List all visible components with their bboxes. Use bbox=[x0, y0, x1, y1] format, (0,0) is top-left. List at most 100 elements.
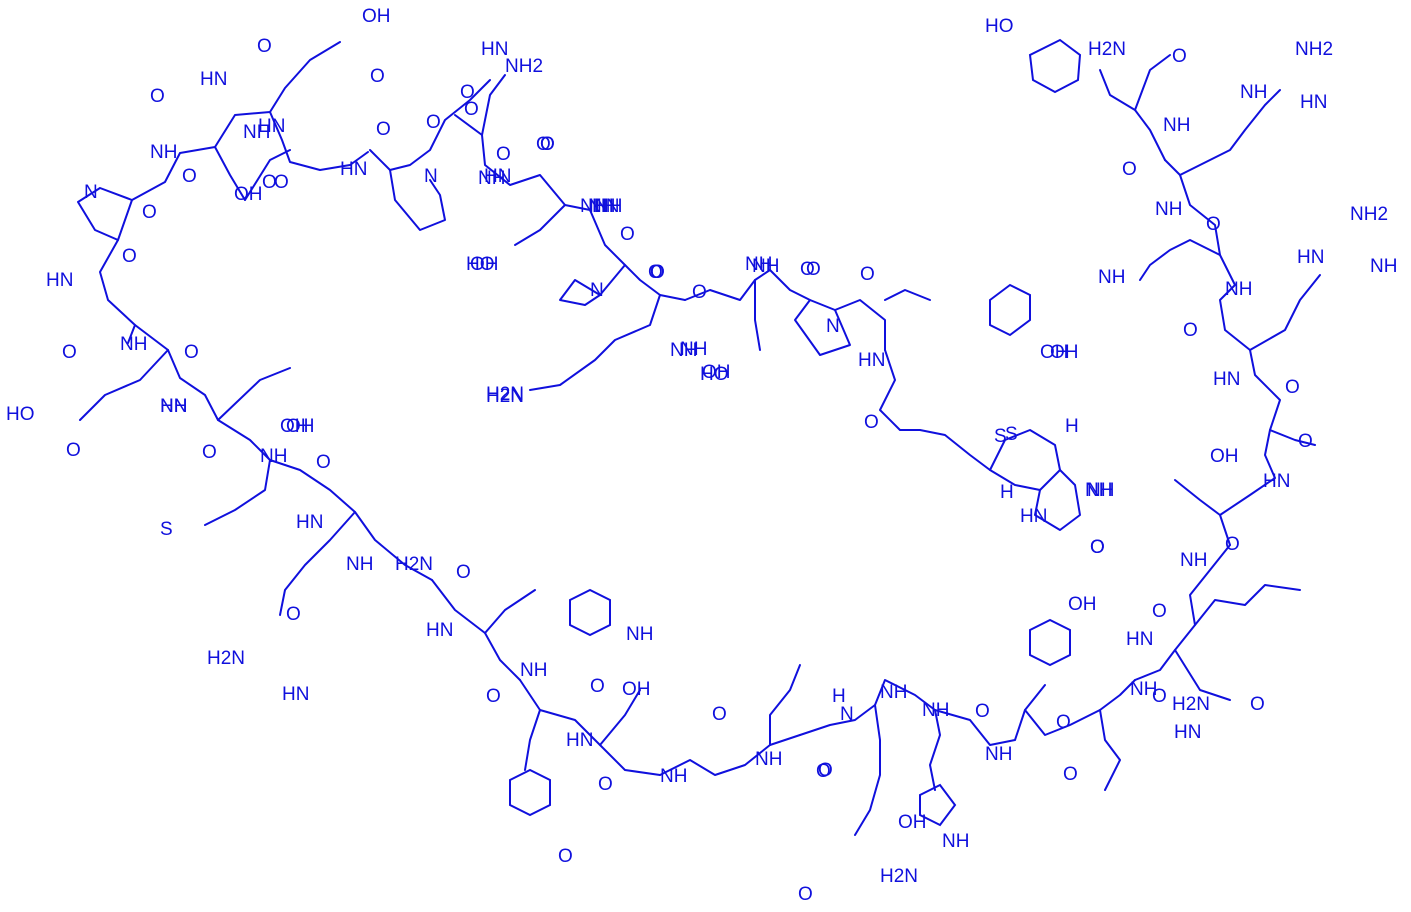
atom-label: HN bbox=[592, 196, 619, 217]
atom-label: NH bbox=[260, 446, 287, 467]
atom-label: NH bbox=[160, 396, 187, 417]
atom-label: HN bbox=[1300, 92, 1327, 113]
atom-label: NH bbox=[1155, 199, 1182, 220]
atom-label: O bbox=[182, 166, 197, 187]
atom-label: O bbox=[464, 99, 479, 120]
atom-label: NH bbox=[680, 339, 707, 360]
atom-label: O bbox=[1122, 159, 1137, 180]
atom-label: N bbox=[424, 166, 438, 187]
atom-label: NH bbox=[595, 196, 622, 217]
atom-label: HN bbox=[1263, 471, 1290, 492]
atom-label: H2N bbox=[880, 866, 918, 887]
backbone-bonds bbox=[77, 41, 1321, 836]
atom-label: O bbox=[648, 262, 663, 283]
atom-label: O bbox=[712, 704, 727, 725]
atom-label: NH bbox=[243, 122, 270, 143]
atom-label: N bbox=[840, 704, 854, 725]
atom-label: O bbox=[650, 262, 665, 283]
atom-label: O bbox=[1090, 537, 1105, 558]
atom-label: O bbox=[558, 846, 573, 867]
atom-label: HN bbox=[46, 270, 73, 291]
atom-label: HN bbox=[566, 730, 593, 751]
atom-label: NH bbox=[1163, 115, 1190, 136]
atom-label: NH bbox=[670, 340, 697, 361]
atom-label: H2N bbox=[395, 554, 433, 575]
atom-label: O bbox=[486, 686, 501, 707]
atom-label: O bbox=[800, 259, 815, 280]
atom-label: O bbox=[184, 342, 199, 363]
atom-label: O bbox=[1152, 601, 1167, 622]
atom-label: HN bbox=[200, 69, 227, 90]
atom-label: O bbox=[540, 134, 555, 155]
atom-label: O bbox=[864, 412, 879, 433]
atom-label: NH bbox=[1085, 480, 1112, 501]
atom-label: H bbox=[1000, 482, 1014, 503]
atom-label: OH bbox=[362, 6, 391, 27]
atom-label: OH bbox=[702, 362, 731, 383]
atom-label: O bbox=[1250, 694, 1265, 715]
atom-label: HN bbox=[858, 350, 885, 371]
atom-label: HN bbox=[296, 512, 323, 533]
atom-label: O bbox=[1063, 764, 1078, 785]
atom-label: OH bbox=[898, 812, 927, 833]
atom-label: O bbox=[1298, 431, 1313, 452]
atom-label: N bbox=[590, 280, 604, 301]
atom-label: OH bbox=[1040, 342, 1069, 363]
atom-label: OH bbox=[1068, 594, 1097, 615]
atom-label: OH bbox=[1050, 342, 1079, 363]
atom-label: H2N bbox=[486, 386, 524, 407]
atom-label: HN bbox=[1174, 722, 1201, 743]
atom-label: O bbox=[692, 282, 707, 303]
atom-label: H bbox=[832, 686, 846, 707]
atom-label: H2N bbox=[486, 384, 524, 405]
atom-label: HN bbox=[426, 620, 453, 641]
atom-label: O bbox=[66, 440, 81, 461]
atom-label: NH bbox=[626, 624, 653, 645]
atom-label: HN bbox=[1297, 247, 1324, 268]
atom-label: HN bbox=[258, 116, 285, 137]
atom-label: NH bbox=[1130, 679, 1157, 700]
atom-label: O bbox=[426, 112, 441, 133]
aromatic-rings bbox=[509, 38, 1082, 827]
atom-label: S bbox=[1005, 424, 1018, 445]
atom-label: NH bbox=[1370, 256, 1397, 277]
atom-label: O bbox=[1285, 377, 1300, 398]
atom-label: O bbox=[496, 144, 511, 165]
atom-label: HO bbox=[985, 16, 1014, 37]
atom-label: NH bbox=[752, 256, 779, 277]
atom-label: NH bbox=[1240, 82, 1267, 103]
atom-label: HO bbox=[6, 404, 35, 425]
atom-label: O bbox=[1183, 320, 1198, 341]
atom-label: O bbox=[62, 342, 77, 363]
atom-label: O bbox=[316, 452, 331, 473]
atom-label: HN bbox=[1213, 369, 1240, 390]
atom-label: HO bbox=[700, 364, 729, 385]
atom-label: O bbox=[818, 760, 833, 781]
atom-label: NH bbox=[880, 682, 907, 703]
atom-label: NH bbox=[745, 254, 772, 275]
atom-label: HN bbox=[481, 39, 508, 60]
atom-label: S bbox=[994, 426, 1007, 447]
atom-label: NH bbox=[1098, 267, 1125, 288]
atom-label: O bbox=[202, 442, 217, 463]
atom-label: HO bbox=[466, 254, 495, 275]
atom-label: HN bbox=[282, 684, 309, 705]
atom-label: H bbox=[1065, 416, 1079, 437]
atom-label: H2N bbox=[1172, 694, 1210, 715]
atom-label: NH bbox=[985, 744, 1012, 765]
atom-label: NH bbox=[942, 831, 969, 852]
atom-label: NH bbox=[120, 334, 147, 355]
atom-label: HN bbox=[484, 166, 511, 187]
atom-label: NH bbox=[520, 660, 547, 681]
atom-label: O bbox=[1225, 534, 1240, 555]
atom-label: OH bbox=[286, 416, 315, 437]
atom-label: NH bbox=[1225, 279, 1252, 300]
atom-label: OH bbox=[470, 254, 499, 275]
atom-label: HN bbox=[1126, 629, 1153, 650]
atom-label: O bbox=[142, 202, 157, 223]
atom-label: O bbox=[274, 172, 289, 193]
atom-label: HN bbox=[340, 159, 367, 180]
atom-label: O bbox=[798, 884, 813, 905]
atom-label: O bbox=[286, 604, 301, 625]
atom-label: O bbox=[1206, 214, 1221, 235]
